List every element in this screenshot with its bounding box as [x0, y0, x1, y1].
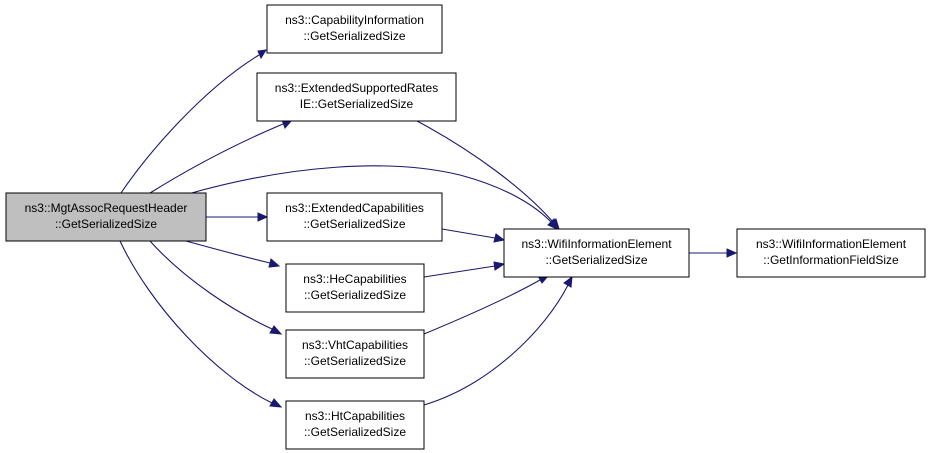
edge-ht-to-wifi: [423, 284, 569, 406]
node-vht[interactable]: ns3::VhtCapabilities ::GetSerializedSize: [285, 329, 425, 379]
edge-vht-to-wifi: [423, 279, 541, 335]
node-he[interactable]: ns3::HeCapabilities ::GetSerializedSize: [285, 263, 425, 313]
node-label-line-1: ns3::WifiInformationElement: [756, 237, 907, 251]
edge-mgt-to-vht-arrow: [269, 325, 283, 335]
node-extcap[interactable]: ns3::ExtendedCapabilities ::GetSerialize…: [266, 192, 443, 242]
node-label-line-2: ::GetSerializedSize: [304, 425, 406, 439]
node-label-line-1: ns3::ExtendedSupportedRates: [275, 81, 438, 95]
node-box: [266, 4, 443, 54]
node-box: [503, 228, 690, 278]
edges: [119, 49, 738, 408]
edge-ext-to-wifi: [416, 120, 554, 223]
edge-extcap-to-wifi-arrow: [493, 233, 506, 243]
node-label-line-1: ns3::HeCapabilities: [303, 272, 406, 286]
node-field[interactable]: ns3::WifiInformationElement ::GetInforma…: [736, 228, 926, 278]
node-label-line-1: ns3::CapabilityInformation: [285, 13, 424, 27]
node-box: [5, 192, 207, 242]
edge-mgt-to-ht-arrow: [269, 398, 283, 408]
edge-wifi-to-field-arrow: [726, 248, 738, 258]
node-box: [285, 329, 425, 379]
node-label-line-1: ns3::VhtCapabilities: [302, 338, 408, 352]
node-ht[interactable]: ns3::HtCapabilities ::GetSerializedSize: [285, 400, 425, 450]
node-box: [736, 228, 926, 278]
node-label-line-2: IE::GetSerializedSize: [300, 97, 414, 111]
edge-mgt-to-wifi: [187, 165, 553, 224]
edge-mgt-to-cap: [120, 54, 260, 194]
edge-he-to-wifi: [423, 265, 496, 278]
node-cap[interactable]: ns3::CapabilityInformation ::GetSerializ…: [266, 4, 443, 54]
node-label-line-2: ::GetSerializedSize: [303, 217, 405, 231]
edge-mgt-to-vht: [149, 240, 273, 330]
node-label-line-1: ns3::ExtendedCapabilities: [285, 201, 424, 215]
node-box: [285, 400, 425, 450]
node-label-line-2: ::GetSerializedSize: [304, 354, 406, 368]
edge-mgt-to-extcap-arrow: [257, 212, 269, 222]
edge-ext-to-wifi-arrow: [549, 218, 560, 231]
node-label-line-1: ns3::HtCapabilities: [305, 409, 405, 423]
edge-mgt-to-ht: [119, 240, 273, 404]
node-label-line-2: ::GetInformationFieldSize: [763, 253, 899, 267]
edge-ht-to-wifi-arrow: [563, 275, 573, 288]
node-label-line-2: ::GetSerializedSize: [304, 288, 406, 302]
edge-mgt-to-he-arrow: [268, 258, 281, 268]
node-box: [256, 72, 457, 122]
edge-mgt-to-cap-arrow: [257, 49, 267, 60]
edge-extcap-to-wifi: [441, 228, 496, 239]
node-label-line-1: ns3::WifiInformationElement: [521, 237, 672, 251]
node-ext[interactable]: ns3::ExtendedSupportedRates IE::GetSeria…: [256, 72, 457, 122]
node-label-line-2: ::GetSerializedSize: [55, 217, 157, 231]
node-mgt[interactable]: ns3::MgtAssocRequestHeader ::GetSerializ…: [5, 192, 207, 242]
edge-he-to-wifi-arrow: [493, 261, 506, 271]
node-label-line-2: ::GetSerializedSize: [545, 253, 647, 267]
node-box: [285, 263, 425, 313]
edge-mgt-to-ext: [149, 123, 284, 194]
node-box: [266, 192, 443, 242]
node-label-line-2: ::GetSerializedSize: [303, 29, 405, 43]
edge-mgt-to-he: [185, 240, 271, 264]
node-wifi[interactable]: ns3::WifiInformationElement ::GetSeriali…: [503, 228, 690, 278]
node-label-line-1: ns3::MgtAssocRequestHeader: [25, 201, 188, 215]
